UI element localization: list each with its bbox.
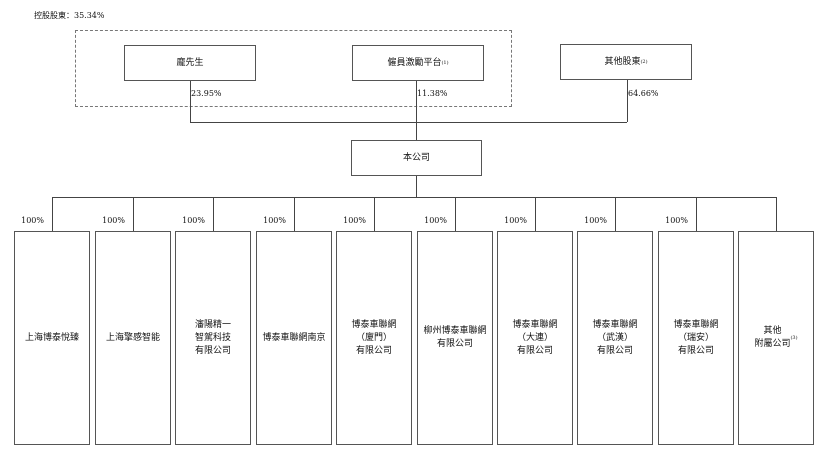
subsidiary-name-line: 瀋陽精一	[194, 319, 231, 330]
subsidiary-name-line: 上海博泰悅臻	[24, 332, 79, 343]
subsidiary-box: 瀋陽精一智駕科技有限公司	[175, 231, 251, 445]
subsidiary-name-line: 博泰車聯網	[673, 319, 719, 330]
shareholder-name: 其他股東	[604, 56, 641, 67]
subsidiary-name-line: 柳州博泰車聯網	[423, 326, 487, 336]
shareholder-box: 僱員激勵平台(1)	[352, 45, 484, 81]
subsidiary-pct: 100%	[21, 216, 44, 225]
connector	[190, 81, 191, 122]
company-box: 本公司	[351, 140, 482, 176]
subsidiary-box: 博泰車聯網 （武漢） 有限公司	[577, 231, 653, 445]
shareholder-box: 其他股東(2)	[560, 44, 692, 80]
subsidiary-name-line: 上海擎感智能	[105, 332, 160, 343]
subsidiary-connector	[52, 197, 776, 198]
connector	[213, 197, 214, 231]
subsidiary-box: 博泰車聯網 （大連） 有限公司	[497, 231, 573, 445]
subsidiary-name-line: 博泰車聯網	[351, 319, 397, 330]
shareholder-box: 龐先生	[124, 45, 256, 81]
subsidiary-box: 上海博泰悅臻	[14, 231, 90, 445]
subsidiary-box: 上海擎感智能	[95, 231, 171, 445]
connector	[416, 81, 417, 140]
subsidiary-box: 其他附屬公司(3)	[738, 231, 814, 445]
subsidiary-name-line: 有限公司	[677, 345, 714, 356]
footnote: (3)	[790, 334, 798, 341]
subsidiary-pct: 100%	[584, 216, 607, 225]
subsidiary-name-line: 有限公司	[194, 345, 231, 356]
subsidiary-pct: 100%	[263, 216, 286, 225]
subsidiary-box: 博泰車聯網南京	[256, 231, 332, 445]
subsidiary-pct: 100%	[424, 216, 447, 225]
connector	[535, 197, 536, 231]
subsidiary-box: 博泰車聯網 （廈門） 有限公司	[336, 231, 412, 445]
subsidiary-name-line: （廈門）	[355, 332, 392, 343]
connector	[696, 197, 697, 231]
subsidiary-name-line: （大連）	[516, 332, 553, 343]
subsidiary-name-line: （武漢）	[596, 332, 633, 343]
connector	[294, 197, 295, 231]
subsidiary-name-line: 有限公司	[355, 345, 392, 356]
subsidiary-name-line: 其他	[763, 326, 782, 336]
shareholding-pct: 64.66%	[628, 89, 659, 98]
shareholder-name: 僱員激勵平台	[387, 57, 442, 68]
subsidiary-box: 柳州博泰車聯網有限公司	[417, 231, 493, 445]
footnote: (2)	[640, 58, 648, 65]
connector	[776, 197, 777, 231]
subsidiary-pct: 100%	[102, 216, 125, 225]
connector	[615, 197, 616, 231]
subsidiary-name-line: 有限公司	[436, 339, 473, 349]
shareholding-pct: 23.95%	[191, 89, 222, 98]
controlling-shareholder-label: 控股股東：35.34%	[34, 11, 105, 20]
controlling-group-dashed-box	[75, 30, 512, 107]
connector	[416, 176, 417, 197]
subsidiary-pct: 100%	[665, 216, 688, 225]
shareholder-connector	[190, 122, 627, 123]
shareholder-name: 龐先生	[176, 57, 204, 68]
subsidiary-box: 博泰車聯網 （瑞安） 有限公司	[658, 231, 734, 445]
subsidiary-name-line: 附屬公司	[754, 339, 791, 349]
subsidiary-name-line: 博泰車聯網	[512, 319, 558, 330]
footnote: (1)	[441, 59, 449, 66]
subsidiary-name-line: 博泰車聯網南京	[262, 332, 326, 343]
connector	[627, 80, 628, 122]
subsidiary-name-line: 智駕科技	[194, 332, 231, 343]
shareholding-pct: 11.38%	[417, 89, 448, 98]
subsidiary-name-line: 有限公司	[596, 345, 633, 356]
subsidiary-pct: 100%	[343, 216, 366, 225]
connector	[455, 197, 456, 231]
connector	[133, 197, 134, 231]
connector	[374, 197, 375, 231]
company-name: 本公司	[402, 152, 430, 163]
connector	[52, 197, 53, 231]
subsidiary-pct: 100%	[504, 216, 527, 225]
subsidiary-name-line: 博泰車聯網	[592, 319, 638, 330]
subsidiary-name-line: 有限公司	[516, 345, 553, 356]
subsidiary-name-line: （瑞安）	[677, 332, 714, 343]
subsidiary-pct: 100%	[182, 216, 205, 225]
